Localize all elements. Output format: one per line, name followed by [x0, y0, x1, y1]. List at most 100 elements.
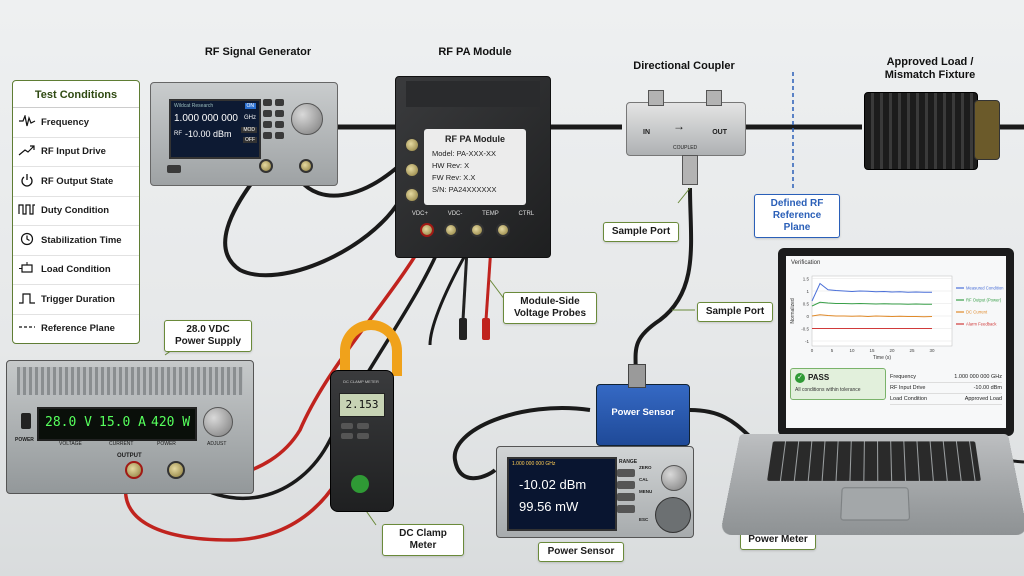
coupler-in: IN — [643, 129, 650, 136]
clamp-power-button[interactable] — [351, 475, 369, 493]
chart-x-tick-label: 30 — [929, 348, 935, 353]
clamp-jaw — [340, 320, 402, 376]
power-meter-key-zero[interactable]: ZERO — [639, 465, 652, 470]
summary-row: RF Input Drive-10.00 dBm — [890, 383, 1002, 394]
siggen-key[interactable] — [263, 121, 272, 128]
power-meter-dbm: -10.02 dBm — [519, 477, 587, 492]
power-meter-nav-pad[interactable] — [655, 497, 691, 533]
load-label: Approved Load / Mismatch Fixture — [884, 56, 976, 81]
pa-port-temp: TEMP — [482, 211, 499, 217]
siggen-brand: Wildcat Research — [174, 103, 214, 109]
test-condition-label: Trigger Duration — [41, 293, 115, 305]
test-condition-label: Load Condition — [41, 264, 111, 276]
siggen-mod: MOD — [241, 127, 257, 133]
clamp-key[interactable] — [357, 423, 369, 429]
pa-vdc-plus-terminal — [420, 223, 434, 237]
siggen-power-button[interactable] — [167, 165, 181, 173]
power-meter-range-key[interactable] — [617, 469, 635, 477]
sample-port-callout-1: Sample Port — [603, 222, 679, 242]
directional-coupler: IN OUT → COUPLED — [626, 102, 746, 156]
siggen-frequency: 1.000 000 000 — [174, 113, 238, 124]
test-condition-row: Stabilization Time — [13, 226, 139, 256]
load-icon — [13, 262, 41, 277]
psu-power-col-label: POWER — [157, 441, 176, 447]
siggen-key[interactable] — [275, 132, 284, 139]
power-meter: 1.000 000 000 GHz -10.02 dBm 99.56 mW RA… — [496, 446, 694, 538]
power-meter-key-cal[interactable]: CAL — [639, 477, 649, 482]
chart-x-tick-label: 15 — [869, 348, 875, 353]
siggen-key[interactable] — [263, 110, 272, 117]
pa-temp-terminal — [470, 223, 484, 237]
reference-plane-callout: Defined RF Reference Plane — [754, 194, 840, 238]
approved-load — [864, 92, 978, 170]
chart-x-tick-label: 10 — [849, 348, 855, 353]
power-meter-range-key[interactable] — [617, 481, 635, 489]
power-supply: 28.0 V 15.0 A 420 W POWER VOLTAGE CURREN… — [6, 360, 254, 494]
siggen-knob[interactable] — [291, 103, 323, 135]
clamp-key[interactable] — [357, 433, 369, 439]
siggen-screen: Wildcat Research ON 1.000 000 000 GHz RF… — [169, 99, 261, 159]
siggen-key[interactable] — [263, 99, 272, 106]
module-probes-callout: Module-Side Voltage Probes — [503, 292, 597, 324]
clock-icon — [13, 232, 41, 249]
power-meter-key-esc[interactable]: ESC — [639, 517, 649, 522]
pa-module-label: RF PA Module — [438, 46, 512, 58]
power-sensor-callout: Power Sensor — [538, 542, 624, 562]
chart-y-tick-label: 0.5 — [803, 302, 810, 307]
pa-module: RF PA Module Model: PA-XXX-XX HW Rev: X … — [395, 76, 551, 258]
power-meter-screen: 1.000 000 000 GHz -10.02 dBm 99.56 mW — [507, 457, 617, 531]
pass-detail: All conditions within tolerance — [795, 387, 861, 393]
power-meter-knob[interactable] — [661, 465, 687, 491]
pa-plate-hw: HW Rev: X — [432, 161, 470, 170]
waveform-icon — [13, 113, 41, 130]
signal-generator: Wildcat Research ON 1.000 000 000 GHz RF… — [150, 82, 338, 186]
chart-x-axis-label: Time (s) — [873, 355, 891, 361]
test-condition-row: Duty Condition — [13, 197, 139, 226]
psu-power-switch[interactable] — [21, 413, 31, 429]
chart-y-tick-label: -1 — [805, 339, 809, 344]
trend-arrow-icon — [13, 144, 41, 159]
siggen-rf-out-jack — [259, 159, 273, 173]
chart-x-tick-label: 0 — [811, 348, 814, 353]
power-supply-callout: 28.0 VDC Power Supply — [164, 320, 252, 352]
power-meter-range-key[interactable] — [617, 493, 635, 501]
laptop-keyboard[interactable] — [767, 441, 981, 481]
pass-label: PASS — [808, 373, 830, 382]
psu-output-label: OUTPUT — [117, 453, 142, 459]
clamp-name: DC CLAMP METER — [343, 379, 379, 384]
siggen-level: -10.00 dBm — [185, 129, 232, 139]
chart-x-tick-label: 5 — [831, 348, 834, 353]
power-meter-header: 1.000 000 000 GHz — [512, 461, 556, 467]
siggen-key[interactable] — [275, 121, 284, 128]
test-condition-row: RF Output State — [13, 167, 139, 197]
siggen-key[interactable] — [275, 110, 284, 117]
summary-key: Frequency — [890, 374, 916, 380]
power-meter-range-key[interactable] — [617, 505, 635, 513]
signal-generator-label: RF Signal Generator — [204, 46, 312, 58]
chart-legend-label: DC Current — [966, 310, 988, 315]
pa-plate-sn: S/N: PA24XXXXXX — [432, 185, 497, 194]
siggen-key[interactable] — [275, 99, 284, 106]
psu-adjust-knob[interactable] — [203, 407, 233, 437]
pass-check-icon: ✓ — [795, 373, 805, 383]
siggen-on-badge: ON — [244, 103, 256, 109]
pa-plate-title: RF PA Module — [445, 134, 505, 144]
siggen-aux-jack — [299, 159, 313, 173]
power-icon — [13, 173, 41, 190]
psu-output-negative — [167, 461, 185, 479]
siggen-key[interactable] — [263, 132, 272, 139]
pa-aux-jack-1 — [404, 162, 420, 178]
power-meter-key-menu[interactable]: MENU — [639, 489, 653, 494]
laptop-touchpad[interactable] — [840, 487, 911, 521]
pa-label-plate: RF PA Module Model: PA-XXX-XX HW Rev: X … — [424, 129, 526, 205]
coupler-label: Directional Coupler — [633, 60, 735, 72]
pa-rf-in-jack — [404, 137, 420, 153]
clamp-key[interactable] — [341, 433, 353, 439]
test-condition-label: Frequency — [41, 116, 90, 128]
clamp-key[interactable] — [341, 423, 353, 429]
psu-power: 420 W — [151, 415, 191, 430]
dc-clamp-meter: DC CLAMP METER 2.153 — [330, 370, 394, 512]
psu-current: 15.0 A — [99, 415, 146, 430]
